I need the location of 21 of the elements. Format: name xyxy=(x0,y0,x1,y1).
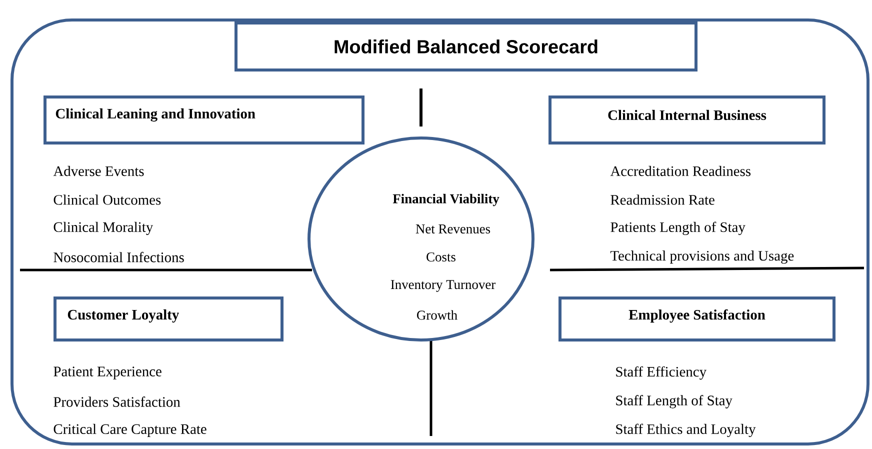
list-item: Patient Experience xyxy=(54,366,162,380)
list-item: Technical provisions and Usage xyxy=(610,250,794,264)
connector-line xyxy=(420,88,422,126)
list-item: Readmission Rate xyxy=(610,194,714,205)
heading-box: Clinical Leaning and Innovation xyxy=(44,96,364,144)
heading-box: Employee Satisfaction xyxy=(558,296,836,342)
heading-box: Customer Loyalty xyxy=(54,296,284,342)
list-item: Providers Satisfaction xyxy=(54,396,180,407)
list-item: Clinical Outcomes xyxy=(54,194,161,205)
list-item: Adverse Events xyxy=(53,166,144,176)
list-item: Accreditation Readiness xyxy=(610,166,750,176)
list-item: Staff Efficiency xyxy=(616,366,706,380)
list-item: Staff Length of Stay xyxy=(616,395,732,408)
list-item: Staff Ethics and Loyalty xyxy=(616,424,756,438)
list-item: Clinical Morality xyxy=(54,222,154,235)
frame xyxy=(10,18,870,446)
list-item: Critical Care Capture Rate xyxy=(54,424,206,437)
title-box: Modified Balanced Scorecard xyxy=(234,22,698,72)
heading-box: Clinical Internal Business xyxy=(548,96,826,144)
list-item: Nosocomial Infections xyxy=(54,252,184,262)
list-item: Patients Length of Stay xyxy=(610,222,746,236)
